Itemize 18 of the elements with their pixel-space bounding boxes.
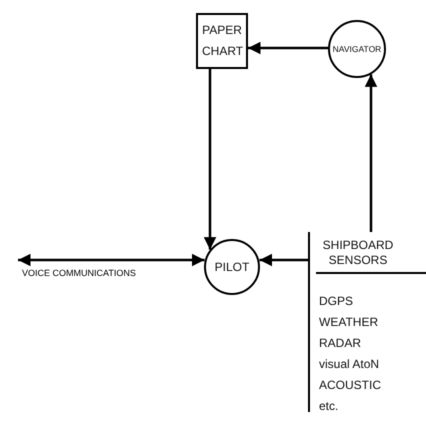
arrow — [260, 254, 308, 266]
sensor-panel — [308, 232, 426, 412]
arrow — [364, 74, 378, 232]
arrow — [204, 69, 216, 250]
sensor-item: visual AtoN — [319, 357, 380, 371]
edge-label: VOICE COMMUNICATIONS — [22, 268, 136, 278]
node-label: PAPER CHART — [202, 22, 242, 60]
sensor-item: ACOUSTIC — [319, 378, 382, 392]
node-label: SHIPBOARD SENSORS — [322, 238, 394, 268]
node-label: NAVIGATOR — [332, 44, 382, 54]
box — [196, 13, 248, 69]
node-label: PILOT — [214, 260, 250, 274]
sensor-item: WEATHER — [319, 315, 380, 329]
sensor-item: etc. — [319, 399, 340, 413]
sensor-item: DGPS — [319, 294, 354, 308]
arrow — [18, 254, 204, 266]
arrow — [248, 42, 328, 54]
sensor-item: RADAR — [319, 336, 362, 350]
